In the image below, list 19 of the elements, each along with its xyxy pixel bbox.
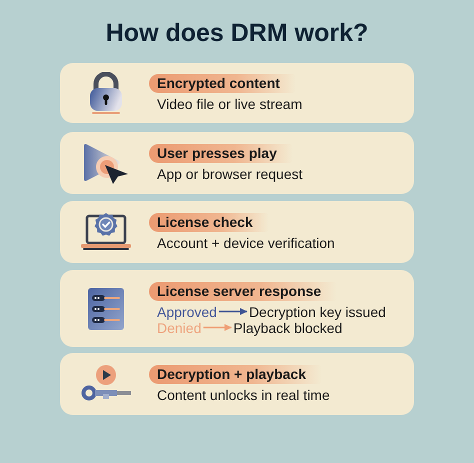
step-description: App or browser request	[157, 166, 303, 182]
arrow	[203, 324, 232, 331]
step-description: Content unlocks in real time	[157, 386, 330, 404]
step-card	[60, 132, 414, 194]
outcome-text: Playback blocked	[231, 320, 344, 336]
status-label: Approved	[155, 304, 219, 320]
step-heading: User presses play	[149, 144, 293, 162]
step-card	[60, 63, 414, 123]
step-card	[60, 270, 414, 347]
arrow	[218, 308, 248, 315]
step-card	[60, 201, 414, 263]
step-heading: License check	[149, 212, 269, 232]
step-card	[60, 353, 414, 415]
title: How does DRM work?	[106, 18, 368, 49]
outcome-text: Decryption key issued	[246, 304, 388, 320]
step-description: Video file or live stream	[157, 96, 302, 112]
step-description: Account + device verification	[157, 234, 335, 252]
step-heading: Encrypted content	[149, 74, 296, 92]
status-label: Denied	[155, 320, 204, 336]
